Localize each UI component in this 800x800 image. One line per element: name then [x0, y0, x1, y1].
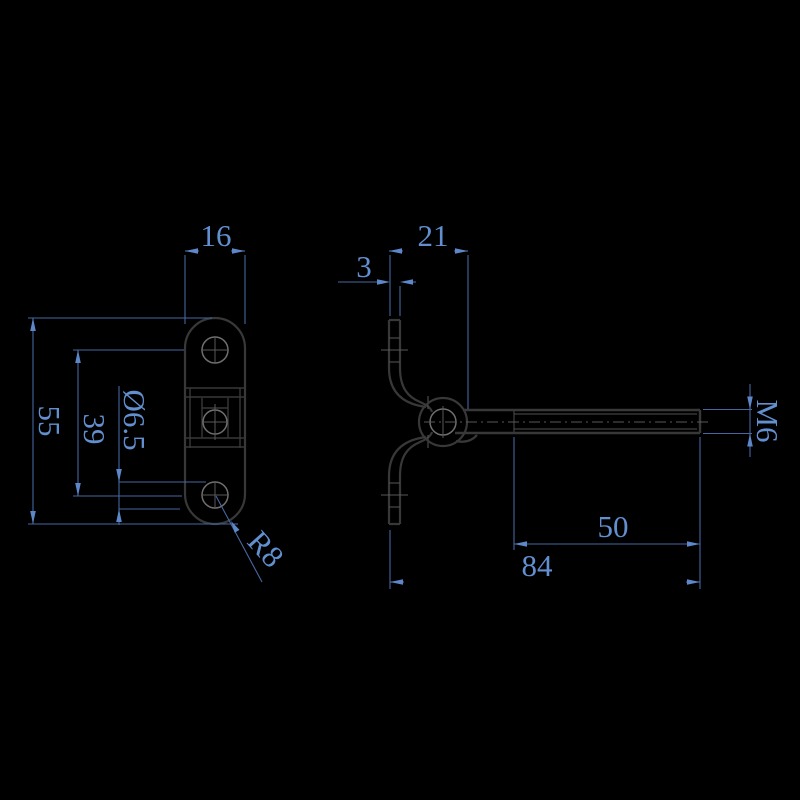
dim-hole-diameter: Ø6.5 [116, 386, 206, 525]
leg-hole-edges [381, 337, 408, 508]
dim-thread-size: M6 [703, 384, 785, 457]
top-curve-inner [398, 367, 434, 413]
dim-label-plate-width: 16 [201, 218, 232, 253]
dim-plate-width: 16 [184, 218, 246, 324]
dim-eye-offset: 21 [389, 218, 469, 409]
bottom-curve-outer [387, 435, 427, 477]
dim-label-thread-size: M6 [750, 399, 785, 442]
dim-label-overall-length: 84 [522, 548, 554, 583]
dim-plate-height: 55 [28, 317, 238, 525]
dim-thickness: 3 [338, 249, 416, 316]
dim-label-hole-diameter: Ø6.5 [117, 389, 152, 450]
dim-overall-length: 84 [389, 437, 701, 589]
hole-centerlines [201, 336, 229, 509]
dim-label-thickness: 3 [356, 249, 372, 284]
dim-label-thread-length: 50 [598, 509, 629, 544]
top-curve-outer [387, 367, 427, 409]
bottom-curve-inner [398, 431, 434, 477]
dim-label-eye-offset: 21 [418, 218, 449, 253]
dim-label-plate-height: 55 [32, 406, 67, 437]
front-view [183, 316, 247, 526]
side-view [381, 318, 712, 526]
dim-corner-radius: R8 [215, 495, 291, 583]
plate-outline [183, 316, 247, 526]
dim-hole-spacing: 39 [73, 349, 184, 497]
dim-thread-length: 50 [513, 437, 700, 550]
threaded-rod [455, 408, 702, 435]
dim-label-hole-spacing: 39 [77, 414, 112, 445]
dim-label-corner-radius: R8 [241, 524, 291, 574]
eye-wrap-tip [455, 434, 478, 443]
